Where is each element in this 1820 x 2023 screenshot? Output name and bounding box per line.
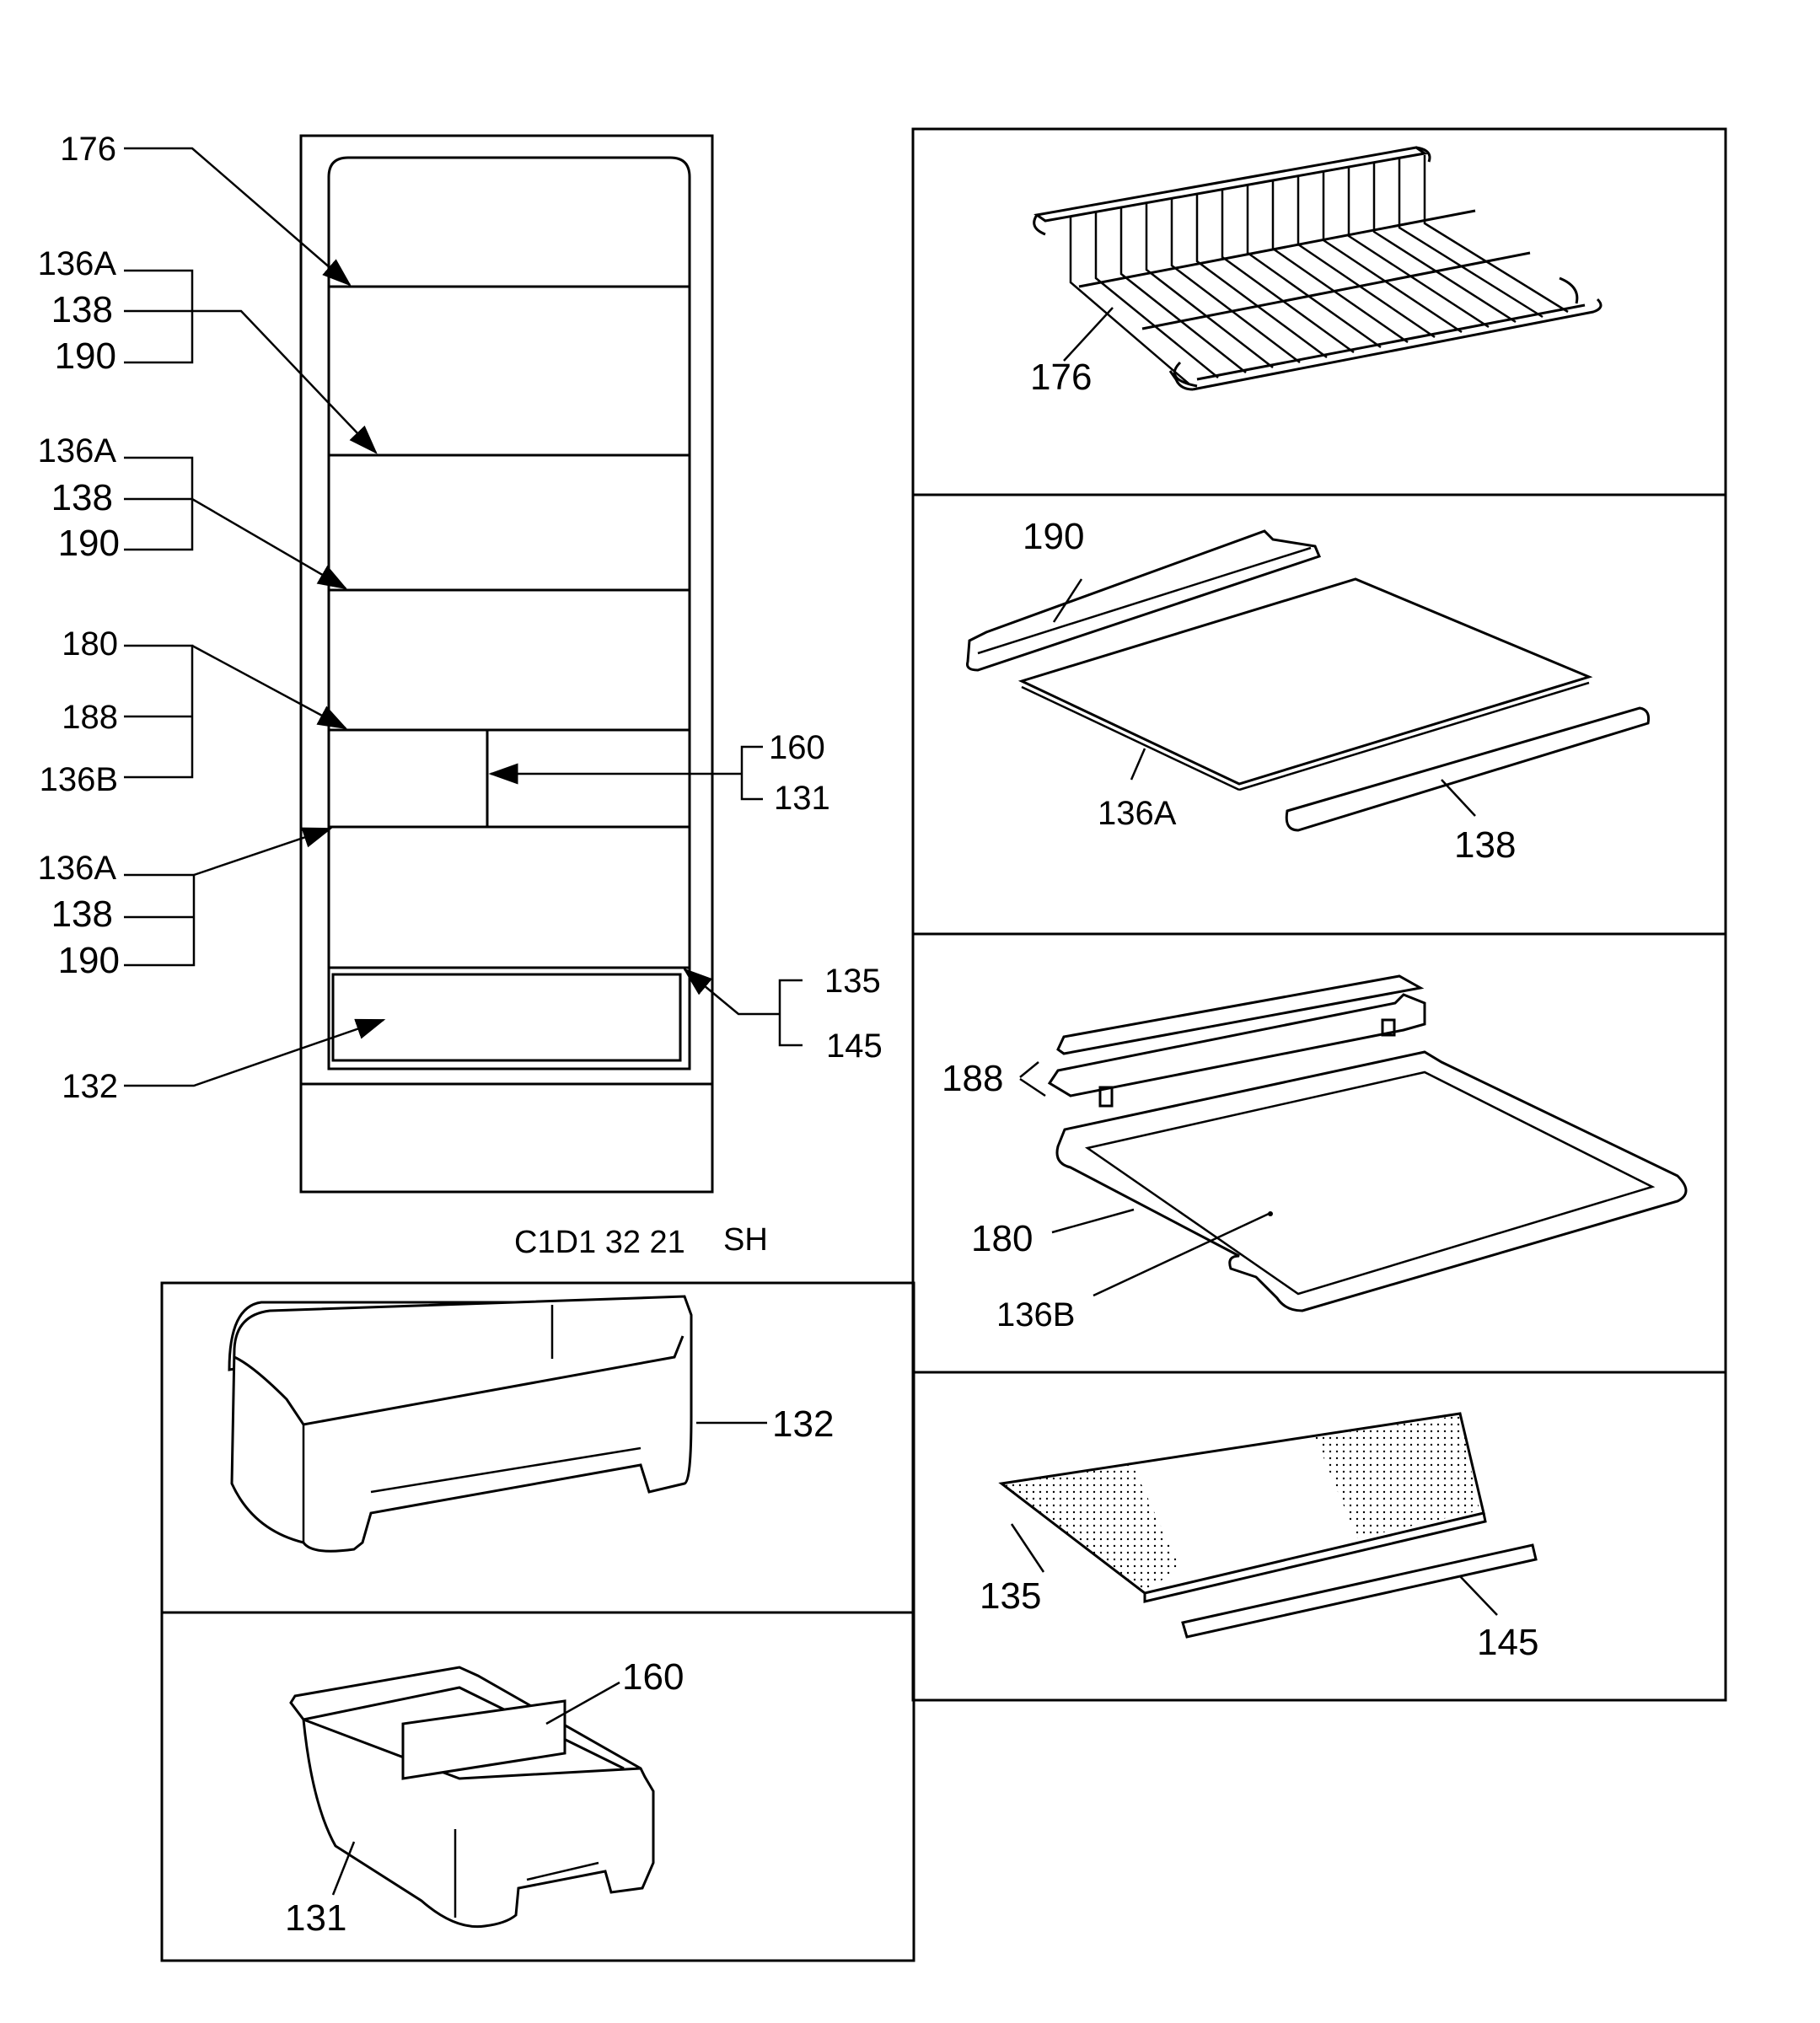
bracket-160-131 xyxy=(740,745,763,801)
glass-insert-136b xyxy=(1084,1071,1656,1296)
diagram-suffix: SH xyxy=(723,1222,768,1258)
bracket-group-2 xyxy=(124,456,194,551)
small-drawer-outline xyxy=(327,728,489,829)
leader-135-145 xyxy=(683,968,780,1016)
leader-132 xyxy=(124,1018,386,1087)
right-panels-frame xyxy=(911,127,1727,1702)
leader-panel-180 xyxy=(1051,1208,1135,1234)
label-135: 135 xyxy=(824,963,881,1000)
label-176: 176 xyxy=(60,131,116,168)
panel-label-180: 180 xyxy=(971,1218,1033,1259)
trim-138 xyxy=(1285,706,1650,832)
small-drawer-131 xyxy=(289,1666,655,1929)
cabinet-liner xyxy=(327,156,691,1071)
panel-label-135: 135 xyxy=(980,1575,1041,1617)
bracket-group-4 xyxy=(124,873,196,967)
panel-crisper-cover: 135 145 xyxy=(980,1412,1538,1663)
leader-panel-136a xyxy=(1130,748,1146,781)
panel-label-136b: 136B xyxy=(996,1296,1075,1333)
panel-crisper-drawer: 132 xyxy=(228,1295,834,1553)
panel-label-188: 188 xyxy=(942,1058,1003,1099)
leader-panel-190 xyxy=(1052,578,1083,623)
leader-panel-138 xyxy=(1441,779,1476,817)
label-g3-136b: 136B xyxy=(40,761,118,798)
leader-group-2 xyxy=(124,497,348,590)
crisper-outline xyxy=(331,973,682,1062)
frame-shelf-180 xyxy=(1055,1050,1688,1312)
panel-label-160: 160 xyxy=(622,1656,684,1698)
panel-framed-shelf: 188 180 136B xyxy=(942,974,1688,1333)
panel-label-138: 138 xyxy=(1454,824,1516,866)
bracket-group-3 xyxy=(124,644,194,779)
label-g4-190: 190 xyxy=(58,940,120,981)
label-132: 132 xyxy=(62,1068,118,1105)
leader-panel-145 xyxy=(1459,1575,1498,1616)
leader-panel-135 xyxy=(1010,1523,1045,1573)
leader-group-4 xyxy=(193,827,333,877)
panel-label-132: 132 xyxy=(772,1403,834,1445)
leader-panel-131 xyxy=(331,1841,356,1896)
panel-label-145: 145 xyxy=(1477,1622,1538,1663)
label-g4-138: 138 xyxy=(51,893,113,935)
leader-176 xyxy=(124,147,352,287)
glass-shelf-136a xyxy=(1017,577,1593,786)
leader-panel-188 xyxy=(1019,1061,1046,1097)
leader-panel-160 xyxy=(545,1681,620,1725)
label-g1-190: 190 xyxy=(55,335,116,377)
panel-label-190: 190 xyxy=(1023,516,1084,557)
bracket-135-145 xyxy=(778,979,803,1047)
bottom-panels-frame xyxy=(160,1281,915,1962)
diagram-code: C1D1 32 21 xyxy=(514,1225,685,1260)
leader-panel-136b xyxy=(1093,1212,1270,1297)
label-g1-138: 138 xyxy=(51,289,113,330)
label-131: 131 xyxy=(774,780,830,817)
panel-small-drawer: 160 131 xyxy=(285,1656,684,1939)
trim-145 xyxy=(1181,1543,1538,1639)
panel-label-131: 131 xyxy=(285,1897,346,1939)
label-g3-188: 188 xyxy=(62,699,118,736)
label-g2-138: 138 xyxy=(51,477,113,518)
label-g4-136a: 136A xyxy=(38,850,117,887)
wire-shelf-176 xyxy=(1033,146,1603,391)
label-g2-136a: 136A xyxy=(38,432,117,470)
panel-label-136a: 136A xyxy=(1098,795,1177,832)
rail-188-lower xyxy=(1047,993,1426,1097)
crisper-drawer-132 xyxy=(230,1295,693,1553)
cabinet-view: 176 136A 138 190 136A 138 190 180 188 13… xyxy=(38,131,883,1260)
panel-wire-shelf: 176 xyxy=(1030,146,1603,398)
panel-label-176: 176 xyxy=(1030,357,1092,398)
leader-group-1 xyxy=(124,309,378,454)
label-g2-190: 190 xyxy=(58,523,120,564)
label-145: 145 xyxy=(826,1028,883,1065)
divider-160 xyxy=(401,1699,566,1780)
rail-188-upper xyxy=(1056,974,1425,1055)
leader-group-3 xyxy=(191,644,348,730)
cabinet-outline xyxy=(299,134,714,1194)
leader-panel-176 xyxy=(1063,307,1114,362)
panel-glass-shelf: 190 136A 138 xyxy=(966,516,1650,866)
bracket-group-1 xyxy=(124,269,194,364)
label-160: 160 xyxy=(769,729,825,766)
label-g3-180: 180 xyxy=(62,625,118,663)
label-g1-136a: 136A xyxy=(38,245,117,282)
